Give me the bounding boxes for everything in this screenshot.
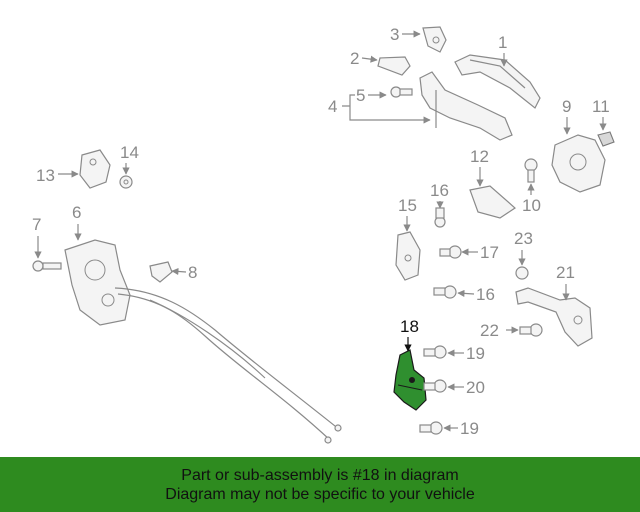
part-20-bolt <box>423 379 447 393</box>
svg-text:1: 1 <box>498 33 507 52</box>
callout-3: 3 <box>390 25 421 44</box>
callout-22: 22 <box>480 321 519 340</box>
callout-5: 5 <box>356 86 387 105</box>
svg-text:15: 15 <box>398 196 417 215</box>
callout-10: 10 <box>522 183 541 215</box>
part-11-clip <box>597 131 615 147</box>
callout-19-lower: 19 <box>443 419 479 438</box>
svg-text:21: 21 <box>556 263 575 282</box>
part-19-bolt-lower <box>419 421 443 435</box>
svg-text:12: 12 <box>470 147 489 166</box>
callout-16-lower: 16 <box>457 285 495 304</box>
svg-text:5: 5 <box>356 86 365 105</box>
part-17-bolt <box>439 245 462 259</box>
svg-text:23: 23 <box>514 229 533 248</box>
svg-text:18: 18 <box>400 317 419 336</box>
part-5-screw <box>390 86 413 98</box>
svg-text:2: 2 <box>350 49 359 68</box>
svg-text:22: 22 <box>480 321 499 340</box>
svg-text:6: 6 <box>72 203 81 222</box>
part-12-pad <box>469 185 516 219</box>
svg-text:11: 11 <box>592 97 610 116</box>
svg-text:3: 3 <box>390 25 399 44</box>
callout-4: 4 <box>328 94 430 120</box>
callout-15: 15 <box>398 196 417 232</box>
callout-6: 6 <box>72 203 82 241</box>
callout-2: 2 <box>350 49 378 68</box>
part-13-bracket <box>79 149 111 189</box>
part-16-bolt-lower <box>433 285 457 299</box>
svg-text:20: 20 <box>466 378 485 397</box>
part-21-check-strap <box>515 287 593 347</box>
callout-11: 11 <box>592 97 610 131</box>
callout-23: 23 <box>514 229 533 266</box>
svg-text:14: 14 <box>120 143 139 162</box>
callout-18: 18 <box>400 317 419 352</box>
part-8-clip <box>149 261 173 283</box>
part-18-hinge <box>393 349 427 411</box>
svg-text:19: 19 <box>466 344 485 363</box>
svg-text:19: 19 <box>460 419 479 438</box>
callout-7: 7 <box>32 215 42 259</box>
part-23-nut <box>515 266 529 280</box>
callout-14: 14 <box>120 143 139 175</box>
part-16-bolt-upper <box>434 207 446 228</box>
callout-13: 13 <box>36 166 79 185</box>
callout-1: 1 <box>498 33 508 67</box>
part-3-handle-cap <box>422 26 447 53</box>
part-2-gasket <box>377 56 411 76</box>
callout-20: 20 <box>447 378 485 397</box>
callout-16-upper: 16 <box>430 181 449 209</box>
svg-text:16: 16 <box>430 181 449 200</box>
info-banner: Part or sub-assembly is #18 in diagram D… <box>0 457 640 512</box>
callout-21: 21 <box>556 263 575 301</box>
callout-8: 8 <box>171 263 197 282</box>
cables <box>114 287 342 444</box>
svg-text:9: 9 <box>562 97 571 116</box>
banner-line-1: Part or sub-assembly is #18 in diagram <box>181 466 459 484</box>
svg-text:13: 13 <box>36 166 55 185</box>
callout-17: 17 <box>461 243 499 262</box>
part-14-pin <box>119 175 133 189</box>
parts-diagram: 3 2 1 5 4 9 <box>32 25 615 444</box>
svg-text:7: 7 <box>32 215 41 234</box>
svg-text:16: 16 <box>476 285 495 304</box>
part-7-screw <box>32 260 62 272</box>
banner-line-2: Diagram may not be specific to your vehi… <box>165 485 475 503</box>
svg-text:4: 4 <box>328 97 337 116</box>
part-6-latch <box>64 239 131 326</box>
callout-19-upper: 19 <box>447 344 485 363</box>
part-10-screw <box>524 158 538 183</box>
part-19-bolt-upper <box>423 345 447 359</box>
svg-text:8: 8 <box>188 263 197 282</box>
part-15-plate <box>395 231 421 281</box>
svg-text:17: 17 <box>480 243 499 262</box>
part-1-outside-handle <box>454 54 541 109</box>
svg-text:10: 10 <box>522 196 541 215</box>
callout-12: 12 <box>470 147 489 187</box>
part-9-housing <box>551 134 606 193</box>
callout-9: 9 <box>562 97 571 135</box>
part-22-bolt <box>519 323 543 337</box>
